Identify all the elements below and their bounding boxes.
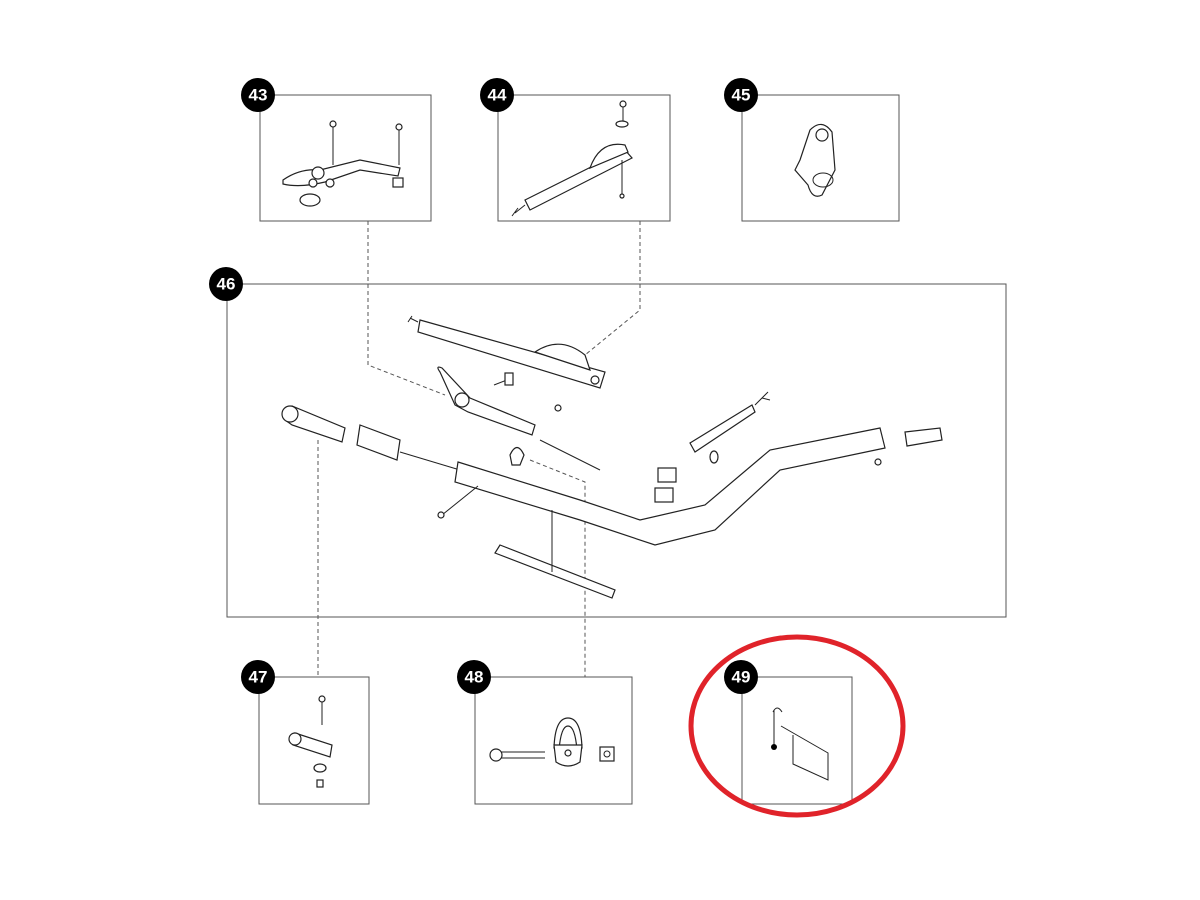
flag-part <box>771 707 829 781</box>
bracket-assembly-part <box>282 120 404 207</box>
part-box-44[interactable] <box>497 94 671 222</box>
pin-part <box>288 695 333 788</box>
callout-badge-43: 43 <box>241 78 275 112</box>
part-box-45[interactable] <box>741 94 900 222</box>
svg-text:44: 44 <box>488 86 507 105</box>
part-box-46[interactable] <box>226 283 1007 618</box>
callout-badge-48: 48 <box>457 660 491 694</box>
callout-badge-46: 46 <box>209 267 243 301</box>
leader-43 <box>367 221 446 396</box>
callout-badge-49: 49 <box>724 660 758 694</box>
callout-badge-45: 45 <box>724 78 758 112</box>
part-box-43[interactable] <box>259 94 432 222</box>
strap-part <box>511 100 633 217</box>
callout-badge-44: 44 <box>480 78 514 112</box>
part-box-49[interactable] <box>741 676 853 805</box>
leader-lines <box>317 221 641 677</box>
part-box-47[interactable] <box>258 676 370 805</box>
d-ring-part <box>489 717 615 767</box>
svg-text:48: 48 <box>465 668 484 687</box>
tow-arm-assembly-part <box>281 315 943 599</box>
svg-text:46: 46 <box>217 275 236 294</box>
part-box-48[interactable] <box>474 676 633 805</box>
highlight-circle <box>688 634 906 818</box>
svg-text:47: 47 <box>249 668 268 687</box>
leader-44 <box>584 221 641 356</box>
svg-text:49: 49 <box>732 668 751 687</box>
leader-48 <box>529 459 586 677</box>
callout-badge-47: 47 <box>241 660 275 694</box>
hook-bracket-part <box>794 123 836 197</box>
svg-text:43: 43 <box>249 86 268 105</box>
svg-text:45: 45 <box>732 86 751 105</box>
